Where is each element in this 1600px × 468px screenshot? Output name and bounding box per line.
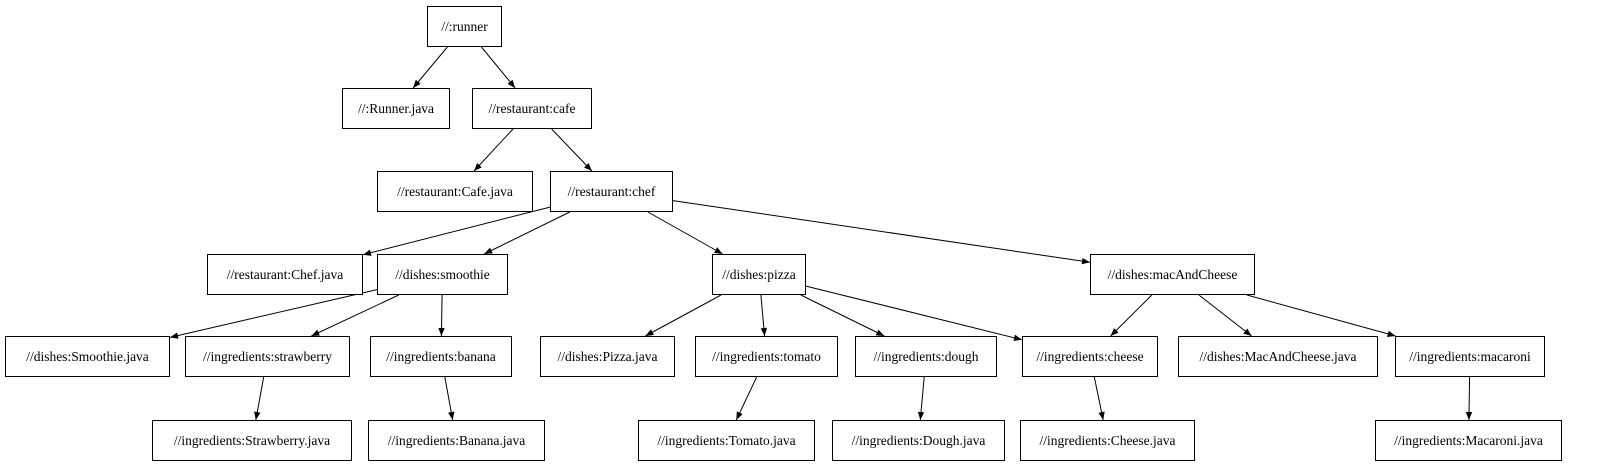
node-runner: //:runner bbox=[427, 6, 502, 47]
node-dishes-macandcheese: //dishes:macAndCheese bbox=[1090, 254, 1255, 295]
edge-pizza-to-dough bbox=[800, 294, 885, 337]
edge-chef-to-macandcheese bbox=[672, 200, 1091, 265]
node-ingredients-macaroni: //ingredients:macaroni bbox=[1395, 336, 1545, 377]
node-pizza-java: //dishes:Pizza.java bbox=[540, 336, 675, 377]
node-tomato-java: //ingredients:Tomato.java bbox=[638, 420, 815, 461]
node-ingredients-tomato: //ingredients:tomato bbox=[695, 336, 838, 377]
edge-smoothie-to-strawberry bbox=[311, 294, 400, 337]
node-cheese-java: //ingredients:Cheese.java bbox=[1020, 420, 1195, 461]
edge-macaroni-to-macaroni_java bbox=[1465, 376, 1473, 421]
node-dough-java: //ingredients:Dough.java bbox=[832, 420, 1005, 461]
node-dishes-smoothie: //dishes:smoothie bbox=[377, 254, 508, 295]
edge-macandcheese-to-cheese bbox=[1110, 294, 1153, 337]
node-ingredients-dough: //ingredients:dough bbox=[855, 336, 997, 377]
edge-macandcheese-to-macandcheese_java bbox=[1198, 294, 1252, 337]
edge-cafe-to-cafe_java bbox=[473, 128, 514, 172]
edge-chef-to-smoothie bbox=[483, 211, 571, 255]
node-smoothie-java: //dishes:Smoothie.java bbox=[5, 336, 170, 377]
node-macandcheese-java: //dishes:MacAndCheese.java bbox=[1178, 336, 1378, 377]
node-macaroni-java: //ingredients:Macaroni.java bbox=[1375, 420, 1562, 461]
node-dishes-pizza: //dishes:pizza bbox=[712, 254, 806, 295]
edge-runner-to-runner_java bbox=[412, 46, 448, 89]
edge-cafe-to-chef bbox=[551, 128, 593, 172]
edge-cheese-to-cheese_java bbox=[1093, 376, 1105, 421]
node-restaurant-cafe: //restaurant:cafe bbox=[472, 88, 592, 129]
node-chef-java: //restaurant:Chef.java bbox=[207, 254, 363, 295]
edge-pizza-to-tomato bbox=[760, 294, 768, 337]
edge-strawberry-to-strawberry_java bbox=[254, 376, 265, 421]
edge-pizza-to-cheese bbox=[805, 285, 1023, 341]
node-strawberry-java: //ingredients:Strawberry.java bbox=[152, 420, 352, 461]
edge-banana-to-banana_java bbox=[444, 376, 455, 421]
edge-chef-to-chef_java bbox=[362, 206, 551, 256]
edge-pizza-to-pizza_java bbox=[645, 294, 722, 337]
node-ingredients-banana: //ingredients:banana bbox=[370, 336, 512, 377]
node-cafe-java: //restaurant:Cafe.java bbox=[377, 171, 533, 212]
edges-group bbox=[169, 46, 1473, 421]
edge-smoothie-to-smoothie_java bbox=[169, 289, 378, 339]
node-ingredients-cheese: //ingredients:cheese bbox=[1022, 336, 1158, 377]
node-ingredients-strawberry: //ingredients:strawberry bbox=[185, 336, 350, 377]
node-runner-java: //:Runner.java bbox=[342, 88, 450, 129]
edge-runner-to-cafe bbox=[481, 46, 516, 89]
node-banana-java: //ingredients:Banana.java bbox=[368, 420, 545, 461]
edge-tomato-to-tomato_java bbox=[735, 376, 758, 421]
node-restaurant-chef: //restaurant:chef bbox=[550, 171, 673, 212]
edge-smoothie-to-banana bbox=[438, 294, 445, 337]
edge-chef-to-pizza bbox=[647, 211, 723, 255]
edge-dough-to-dough_java bbox=[917, 376, 925, 421]
edge-macandcheese-to-macaroni bbox=[1246, 294, 1396, 337]
